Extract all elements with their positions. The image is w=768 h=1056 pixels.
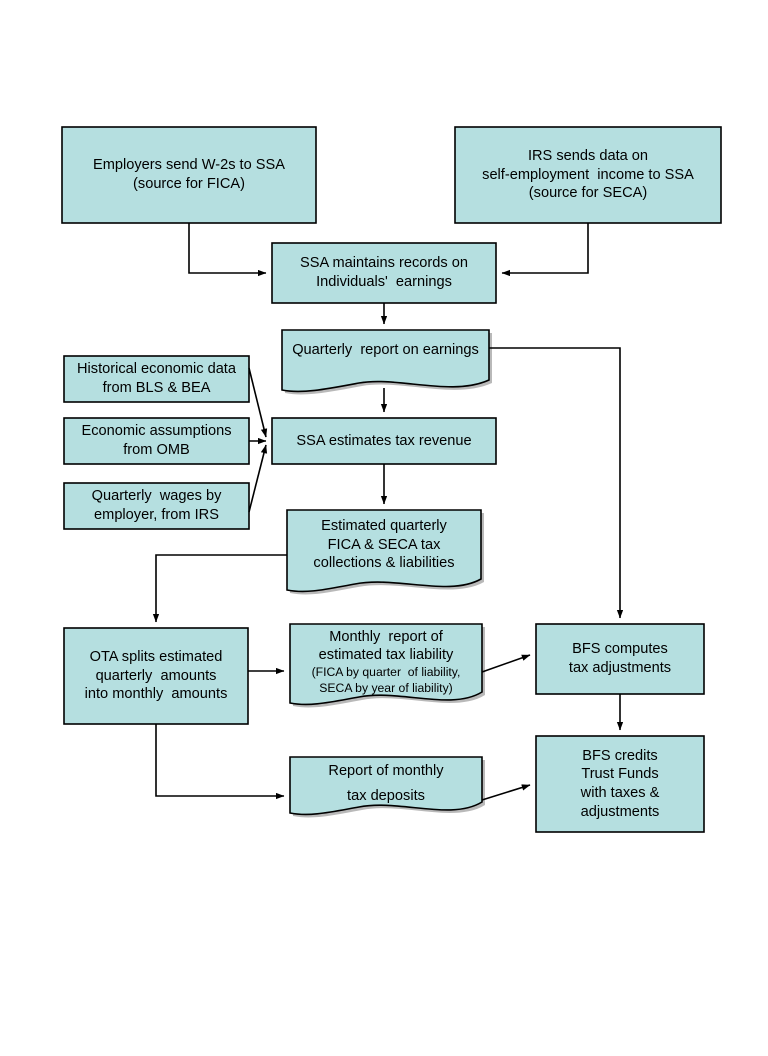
connector-report-deposits-to-bfs-credits [481, 784, 531, 801]
ssa-estimates-tax-revenue-shape [271, 417, 497, 465]
ssa-maintains-records-shape [271, 242, 497, 304]
irs-sends-data-box[interactable] [455, 127, 721, 223]
quarterly-report-shape [281, 329, 490, 393]
bfs-computes-shape [535, 623, 705, 695]
bfs-credits-shape [535, 735, 705, 833]
economic-assumptions-shape [63, 417, 250, 465]
connector-estimated-quarterly-to-ota-splits [152, 554, 287, 623]
bfs-credits-trust-funds-box[interactable] [536, 736, 704, 832]
ota-splits-estimated-amounts-box[interactable] [64, 628, 248, 724]
connector-monthly-report-to-bfs-computes [481, 654, 531, 673]
historical-economic-data-shape [63, 355, 250, 403]
quarterly-wages-shape [63, 482, 250, 530]
quarterly-wages-by-employer-box[interactable] [64, 483, 249, 529]
historical-economic-data-box[interactable] [64, 356, 249, 402]
economic-assumptions-box[interactable] [64, 418, 249, 464]
employers-send-w2s-shape [61, 126, 317, 224]
connector-quarterly-report-to-bfs-computes [489, 347, 624, 619]
connector-historical-data-to-ssa-estimates [248, 367, 268, 438]
connector-ota-splits-to-report-deposits [155, 724, 285, 800]
ssa-maintains-records-box[interactable] [272, 243, 496, 303]
connector-employers-to-ssa-maintains [188, 223, 267, 277]
connector-quarterly-wages-to-ssa-estimates [248, 444, 268, 513]
employers-send-w2s-box[interactable] [62, 127, 316, 223]
ssa-estimates-tax-revenue-box[interactable] [272, 418, 496, 464]
node-shapes [61, 126, 722, 833]
report-deposits-shape [289, 756, 483, 816]
irs-sends-data-shape [454, 126, 722, 224]
monthly-report-estimated-liability-document[interactable] [290, 624, 482, 710]
estimated-quarterly-collections-document[interactable] [287, 510, 481, 598]
quarterly-report-on-earnings-document[interactable] [282, 330, 489, 392]
estimated-quarterly-shape [286, 509, 482, 593]
ota-splits-shape [63, 627, 249, 725]
bfs-computes-tax-adjustments-box[interactable] [536, 624, 704, 694]
connectors [152, 223, 624, 801]
connector-irs-to-ssa-maintains [501, 223, 589, 277]
report-of-monthly-tax-deposits-document[interactable] [290, 757, 482, 819]
monthly-report-shape [289, 623, 483, 706]
